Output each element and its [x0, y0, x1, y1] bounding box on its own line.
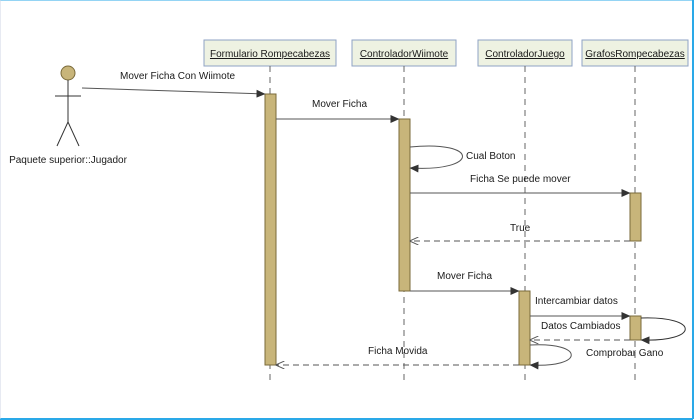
lifeline-juego: ControladorJuego — [477, 39, 573, 380]
message-ficha-movida: Ficha Movida — [276, 346, 519, 365]
activation-wiimote — [398, 118, 411, 292]
activation-grafos-2 — [629, 315, 642, 341]
message-label: Cual Boton — [466, 151, 515, 162]
activation-juego — [518, 290, 531, 366]
message-intercambiar-datos: Intercambiar datos — [530, 296, 631, 320]
message-true: True — [410, 223, 630, 241]
message-mover-ficha-2: Mover Ficha — [410, 271, 520, 295]
message-label: Datos Cambiados — [541, 321, 620, 332]
message-label: Ficha Movida — [368, 346, 428, 357]
message-comprobar-gano: Comprobar Gano — [529, 344, 664, 370]
message-label: Comprobar Gano — [586, 348, 664, 359]
message-label: True — [510, 223, 531, 234]
message-label: Ficha Se puede mover — [470, 174, 571, 185]
lifeline-label: ControladorJuego — [485, 49, 565, 60]
message-cual-boton: Cual Boton — [409, 145, 515, 173]
actor-head — [60, 65, 76, 81]
actor-jugador: Paquete superior::Jugador — [9, 65, 128, 166]
lifeline-header — [351, 39, 457, 67]
lifeline-label: Formulario Rompecabezas — [210, 49, 330, 60]
message-label: Mover Ficha — [437, 271, 492, 282]
message-label: Mover Ficha Con Wiimote — [120, 71, 235, 82]
message-mover-ficha: Mover Ficha — [276, 99, 400, 123]
actor-label: Paquete superior::Jugador — [9, 155, 128, 166]
lifeline-label: ControladorWiimote — [360, 49, 449, 60]
message-ficha-se-puede-mover: Ficha Se puede mover — [410, 174, 631, 197]
message-mover-ficha-con-wiimote: Mover Ficha Con Wiimote — [81, 71, 266, 98]
message-datos-cambiados: Datos Cambiados — [530, 317, 686, 345]
message-label: Intercambiar datos — [535, 296, 618, 307]
activation-formulario — [264, 93, 277, 366]
activation-grafos-1 — [629, 192, 642, 242]
message-label: Mover Ficha — [312, 99, 367, 110]
lifeline-header — [203, 39, 337, 67]
lifeline-label: GrafosRompecabezas — [585, 49, 685, 60]
